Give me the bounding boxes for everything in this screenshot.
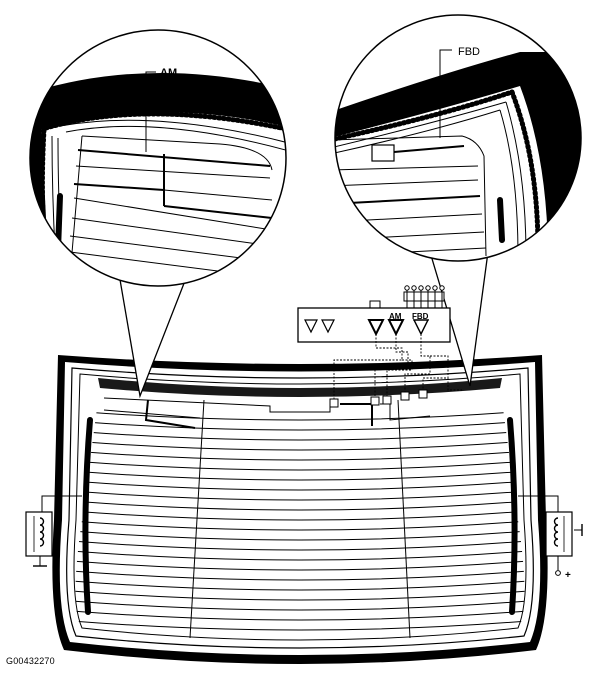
callout-label-am: AM — [160, 67, 177, 79]
magnifier-fbd: FBD — [334, 14, 582, 262]
coil-icon — [39, 517, 45, 547]
pin-connector-icon — [403, 285, 445, 308]
connector-label-fbd: FBD — [412, 312, 429, 321]
figure-id: G00432270 — [6, 656, 55, 666]
positive-terminal-label: + — [565, 570, 571, 581]
connector-wiring — [333, 334, 462, 399]
defroster-grid-lines — [75, 409, 525, 638]
right-coil-filter: + — [518, 495, 583, 581]
antenna-connector: AM FBD — [297, 285, 462, 399]
callout-pointers — [117, 251, 489, 399]
connector-label-am: AM — [389, 312, 402, 321]
magnifier-am: AM — [29, 29, 287, 287]
left-coil-filter — [25, 495, 82, 567]
coil-icon — [553, 517, 559, 547]
triangle-terminal-icon — [304, 319, 430, 337]
rear-window-glass — [52, 355, 548, 664]
callout-label-fbd: FBD — [458, 46, 480, 58]
